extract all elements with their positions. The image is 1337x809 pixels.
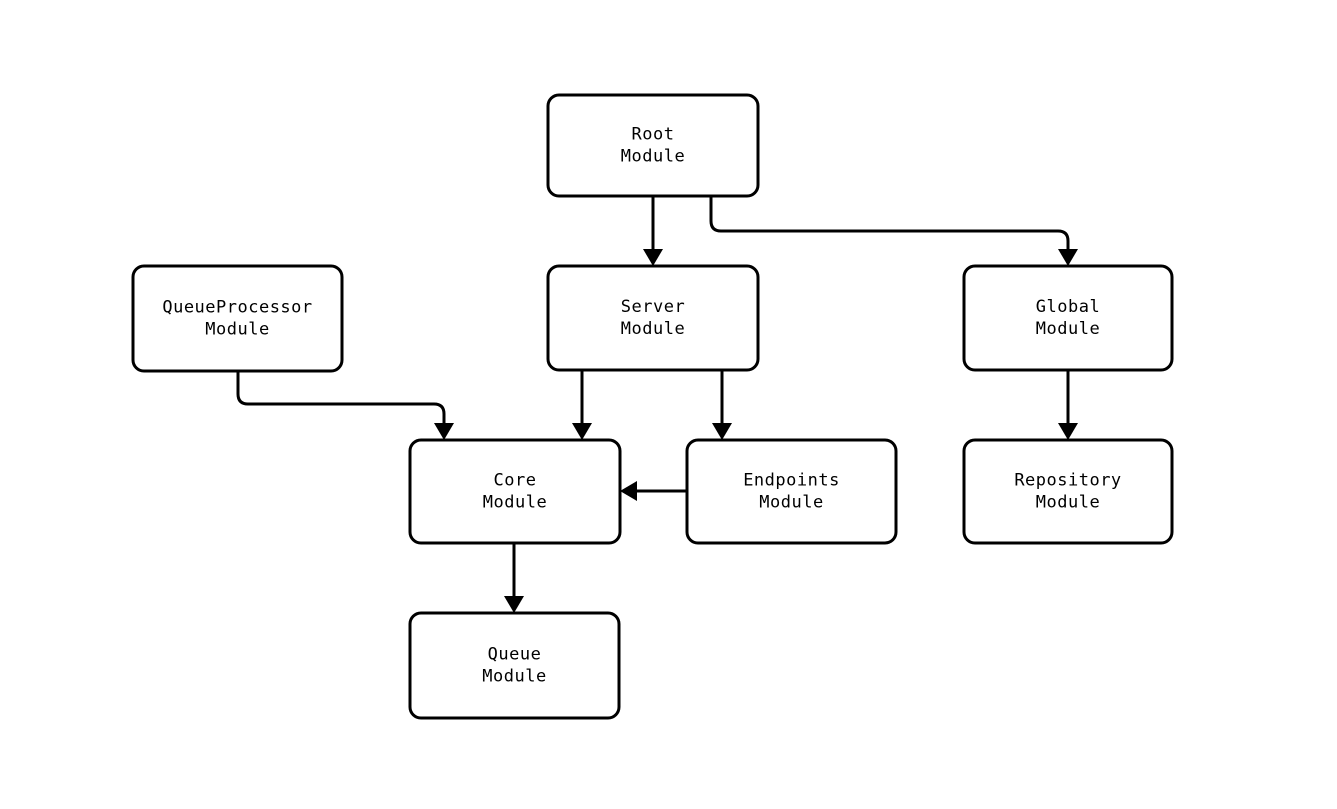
node-label-line1: Server	[621, 297, 685, 317]
edge-queueprocessor-to-core	[236, 371, 454, 440]
node-label-line2: Module	[482, 667, 546, 687]
node-label-line2: Module	[483, 493, 547, 513]
node-box[interactable]	[962, 264, 1174, 372]
node-label-line1: Repository	[1014, 471, 1121, 491]
node-label-line2: Module	[759, 493, 823, 513]
node-label-line2: Module	[1036, 493, 1100, 513]
edge-server-to-core	[572, 370, 592, 440]
node-label-line2: Module	[621, 147, 685, 167]
arrowhead-icon	[1058, 249, 1078, 266]
arrowhead-icon	[712, 423, 732, 440]
node-box[interactable]	[962, 438, 1174, 545]
node-box[interactable]	[546, 93, 760, 198]
node-label-line1: Global	[1036, 297, 1100, 317]
edge-global-to-repository	[1058, 370, 1078, 440]
node-label-line1: Queue	[488, 645, 542, 665]
edge-core-to-queue	[504, 543, 524, 613]
arrowhead-icon	[504, 596, 524, 613]
edge-line	[709, 196, 1070, 250]
edge-line	[236, 371, 446, 424]
node-label-line2: Module	[621, 319, 685, 339]
nodes-layer: RootModuleQueueProcessorModuleServerModu…	[131, 93, 1174, 720]
node-label-line1: Core	[494, 471, 537, 491]
edge-root-to-global	[709, 196, 1078, 266]
node-box[interactable]	[131, 264, 344, 373]
arrowhead-icon	[1058, 423, 1078, 440]
node-label-line1: Root	[632, 125, 675, 145]
node-label-line1: Endpoints	[743, 471, 840, 491]
arrowhead-icon	[434, 423, 454, 440]
node-box[interactable]	[685, 438, 898, 545]
edge-server-to-endpoints	[712, 370, 732, 440]
edges-layer	[236, 196, 1078, 613]
arrowhead-icon	[572, 423, 592, 440]
edge-root-to-server	[643, 196, 663, 266]
node-label-line2: Module	[205, 320, 269, 340]
node-box[interactable]	[408, 438, 622, 545]
node-label-line1: QueueProcessor	[162, 298, 312, 318]
node-box[interactable]	[408, 611, 621, 720]
arrowhead-icon	[620, 481, 637, 501]
node-label-line2: Module	[1036, 319, 1100, 339]
node-box[interactable]	[546, 264, 760, 372]
arrowhead-icon	[643, 249, 663, 266]
edge-endpoints-to-core	[620, 481, 687, 501]
